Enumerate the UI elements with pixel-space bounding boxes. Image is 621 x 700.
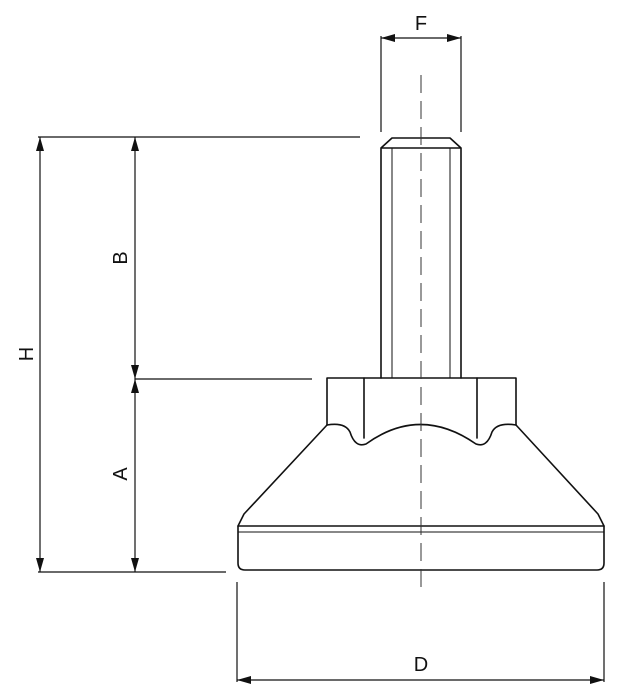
dimension-d: D	[236, 582, 605, 684]
dim-f-arrow-left	[381, 34, 395, 42]
label-b: B	[110, 251, 132, 264]
dim-h-arrow-top	[36, 137, 44, 151]
dimension-b: B	[110, 137, 139, 379]
dim-b-arrow-bottom	[131, 365, 139, 379]
dim-b-arrow-top	[131, 137, 139, 151]
label-d: D	[414, 654, 428, 676]
dim-d-arrow-right	[590, 676, 604, 684]
dimension-f: F	[380, 13, 462, 132]
dimension-h: H	[16, 137, 44, 572]
label-h: H	[16, 347, 38, 361]
dimension-a: A	[110, 379, 139, 572]
threaded-stud	[380, 137, 462, 379]
dim-a-arrow-bottom	[131, 558, 139, 572]
dim-h-arrow-bottom	[36, 558, 44, 572]
label-f: F	[415, 13, 427, 35]
dim-a-arrow-top	[131, 379, 139, 393]
label-a: A	[110, 467, 132, 481]
dim-f-arrow-right	[447, 34, 461, 42]
dim-d-arrow-left	[237, 676, 251, 684]
hex-collar	[326, 377, 517, 426]
